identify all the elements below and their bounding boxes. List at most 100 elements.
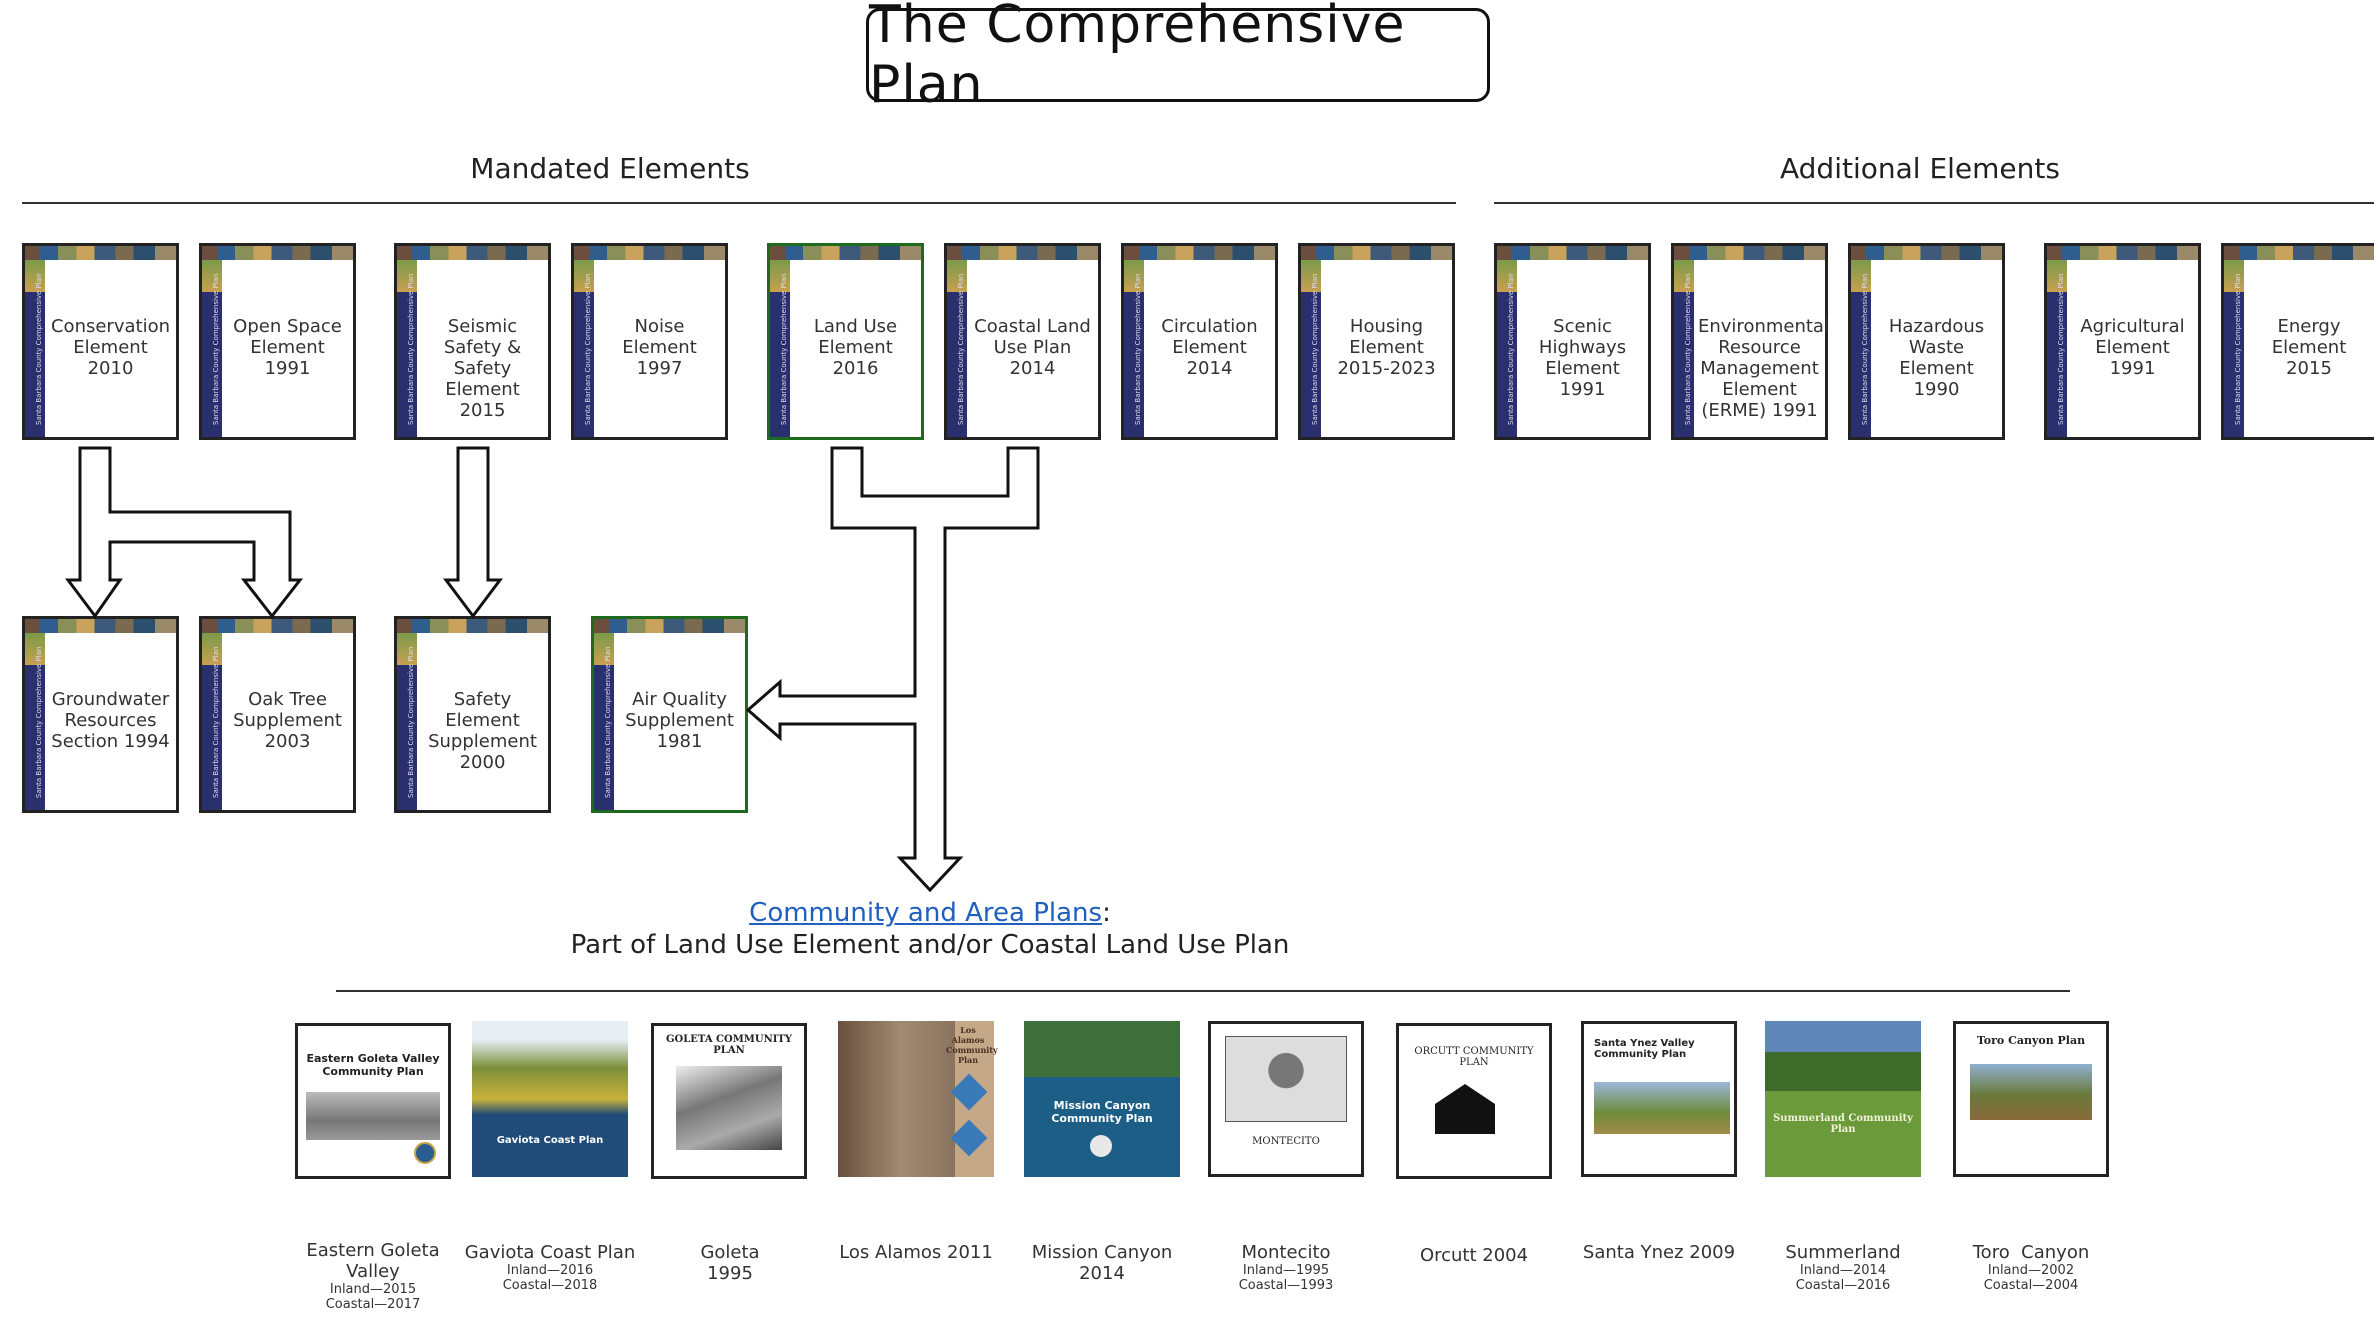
doc-label: Coastal Land Use Plan 2014 (974, 316, 1091, 379)
plan-cover-toro-canyon[interactable]: Toro Canyon Plan (1953, 1021, 2109, 1177)
plan-inland: Inland—2015 (329, 1282, 417, 1297)
community-heading: Community and Area Plans: (540, 898, 1320, 928)
cover-spine (397, 260, 417, 437)
plan-cover-montecito[interactable]: MONTECITO (1208, 1021, 1364, 1177)
plan-name: Eastern Goleta Valley (306, 1240, 440, 1282)
diamond-icon (950, 1073, 988, 1111)
cover-spine-photo (947, 260, 967, 292)
plan-caption-gaviota: Gaviota Coast Plan Inland—2016 Coastal—2… (460, 1242, 640, 1293)
doc-label: Oak Tree Supplement 2003 (233, 689, 342, 752)
plan-caption-summerland: Summerland Inland—2014 Coastal—2016 (1753, 1242, 1933, 1293)
plan-name: Los Alamos 2011 (839, 1242, 993, 1263)
plan-cover-orcutt[interactable]: ORCUTT COMMUNITY PLAN (1396, 1023, 1552, 1179)
cover-spine (202, 260, 222, 437)
cover-spine (2224, 260, 2244, 437)
cover-spine (1851, 260, 1871, 437)
doc-hazardous-waste[interactable]: Santa Barbara County Comprehensive Plan … (1848, 243, 2005, 440)
cover-spine-photo (1497, 260, 1517, 292)
plan-cover-eastern-goleta[interactable]: Eastern Goleta Valley Community Plan (295, 1023, 451, 1179)
cover-spine-photo (2047, 260, 2067, 292)
cover-photo-strip (594, 619, 745, 633)
doc-safety-supplement[interactable]: Santa Barbara County Comprehensive Plan … (394, 616, 551, 813)
cover-spine-photo (25, 260, 45, 292)
doc-noise[interactable]: Santa Barbara County Comprehensive Plan … (571, 243, 728, 440)
cover-photo-strip (2224, 246, 2374, 260)
arrow-landuse-coastal-to-airquality-community (745, 446, 1040, 893)
doc-scenic-highways[interactable]: Santa Barbara County Comprehensive Plan … (1494, 243, 1651, 440)
doc-open-space[interactable]: Santa Barbara County Comprehensive Plan … (199, 243, 356, 440)
cover-title: ORCUTT COMMUNITY PLAN (1414, 1046, 1534, 1068)
cover-spine-photo (594, 633, 614, 665)
cover-spine (594, 633, 614, 810)
cover-spine-photo (1124, 260, 1144, 292)
doc-coastal-land-use[interactable]: Santa Barbara County Comprehensive Plan … (944, 243, 1101, 440)
doc-conservation[interactable]: Santa Barbara County Comprehensive Plan … (22, 243, 179, 440)
community-colon: : (1102, 898, 1111, 928)
plan-inland: Inland—2014 (1799, 1263, 1887, 1278)
doc-label: Conservation Element 2010 (50, 316, 170, 379)
doc-label: Environmental Resource Management Elemen… (1698, 316, 1829, 421)
community-plans-link[interactable]: Community and Area Plans (749, 898, 1103, 928)
cover-spine-photo (770, 260, 790, 292)
doc-circulation[interactable]: Santa Barbara County Comprehensive Plan … (1121, 243, 1278, 440)
plan-caption-mission-canyon: Mission Canyon 2014 (1012, 1242, 1192, 1284)
plan-name: Santa Ynez 2009 (1582, 1242, 1736, 1263)
doc-oak-tree[interactable]: Santa Barbara County Comprehensive Plan … (199, 616, 356, 813)
plan-coastal: Coastal—2004 (1983, 1278, 2079, 1293)
cover-photo (1594, 1082, 1730, 1134)
doc-housing[interactable]: Santa Barbara County Comprehensive Plan … (1298, 243, 1455, 440)
doc-label: Housing Element 2015-2023 (1337, 316, 1436, 379)
tree-illustration (1225, 1036, 1347, 1122)
plan-caption-los-alamos: Los Alamos 2011 (816, 1242, 1016, 1263)
doc-groundwater[interactable]: Santa Barbara County Comprehensive Plan … (22, 616, 179, 813)
cover-photo (1970, 1064, 2092, 1120)
cover-spine (770, 260, 790, 437)
plan-cover-los-alamos[interactable]: Los Alamos Community Plan (838, 1021, 998, 1177)
community-rule (336, 990, 2070, 992)
cover-photo-strip (2047, 246, 2198, 260)
house-silhouette-icon (1435, 1084, 1495, 1134)
plan-cover-mission-canyon[interactable]: Mission Canyon Community Plan (1024, 1021, 1180, 1177)
additional-rule (1494, 202, 2374, 204)
plan-year: 1995 (707, 1263, 753, 1284)
plan-cover-santa-ynez[interactable]: Santa Ynez Valley Community Plan (1581, 1021, 1737, 1177)
plan-name: Summerland (1785, 1242, 1901, 1263)
doc-label: Groundwater Resources Section 1994 (51, 689, 170, 752)
cover-title: Mission Canyon Community Plan (1051, 1099, 1153, 1125)
cover-spine-photo (202, 633, 222, 665)
plan-cover-gaviota[interactable]: Gaviota Coast Plan (472, 1021, 628, 1177)
doc-label: Energy Element 2015 (2271, 316, 2347, 379)
plan-cover-goleta[interactable]: GOLETA COMMUNITY PLAN (651, 1023, 807, 1179)
cover-spine (25, 260, 45, 437)
cover-spine-photo (397, 633, 417, 665)
cover-photo-strip (1497, 246, 1648, 260)
doc-energy[interactable]: Santa Barbara County Comprehensive Plan … (2221, 243, 2374, 440)
doc-label: Scenic Highways Element 1991 (1538, 316, 1627, 400)
arrow-conservation-to-groundwater-oaktree (65, 446, 304, 619)
doc-agricultural[interactable]: Santa Barbara County Comprehensive Plan … (2044, 243, 2201, 440)
cover-spine (202, 633, 222, 810)
doc-air-quality[interactable]: Santa Barbara County Comprehensive Plan … (591, 616, 748, 813)
plan-year: 2014 (1079, 1263, 1125, 1284)
cover-spine (1301, 260, 1321, 437)
cover-spine-photo (397, 260, 417, 292)
plan-name: Orcutt 2004 (1419, 1245, 1529, 1266)
arrow-seismic-to-safety-supplement (443, 446, 503, 619)
cover-title: Toro Canyon Plan (1976, 1034, 2086, 1047)
plan-coastal: Coastal—2018 (502, 1278, 598, 1293)
plan-inland: Inland—2016 (506, 1263, 594, 1278)
cover-spine-photo (1674, 260, 1694, 292)
plan-name: Goleta (700, 1242, 760, 1263)
cover-photo-strip (25, 246, 176, 260)
cover-photo-strip (1851, 246, 2002, 260)
plan-caption-montecito: Montecito Inland—1995 Coastal—1993 (1196, 1242, 1376, 1293)
doc-land-use[interactable]: Santa Barbara County Comprehensive Plan … (767, 243, 924, 440)
doc-label: Agricultural Element 1991 (2080, 316, 2185, 379)
cover-spine-photo (202, 260, 222, 292)
doc-seismic-safety[interactable]: Santa Barbara County Comprehensive Plan … (394, 243, 551, 440)
doc-erme[interactable]: Santa Barbara County Comprehensive Plan … (1671, 243, 1829, 440)
county-seal-icon (1090, 1135, 1112, 1157)
plan-cover-summerland[interactable]: Summerland Community Plan (1765, 1021, 1921, 1177)
cover-photo-strip (1124, 246, 1275, 260)
